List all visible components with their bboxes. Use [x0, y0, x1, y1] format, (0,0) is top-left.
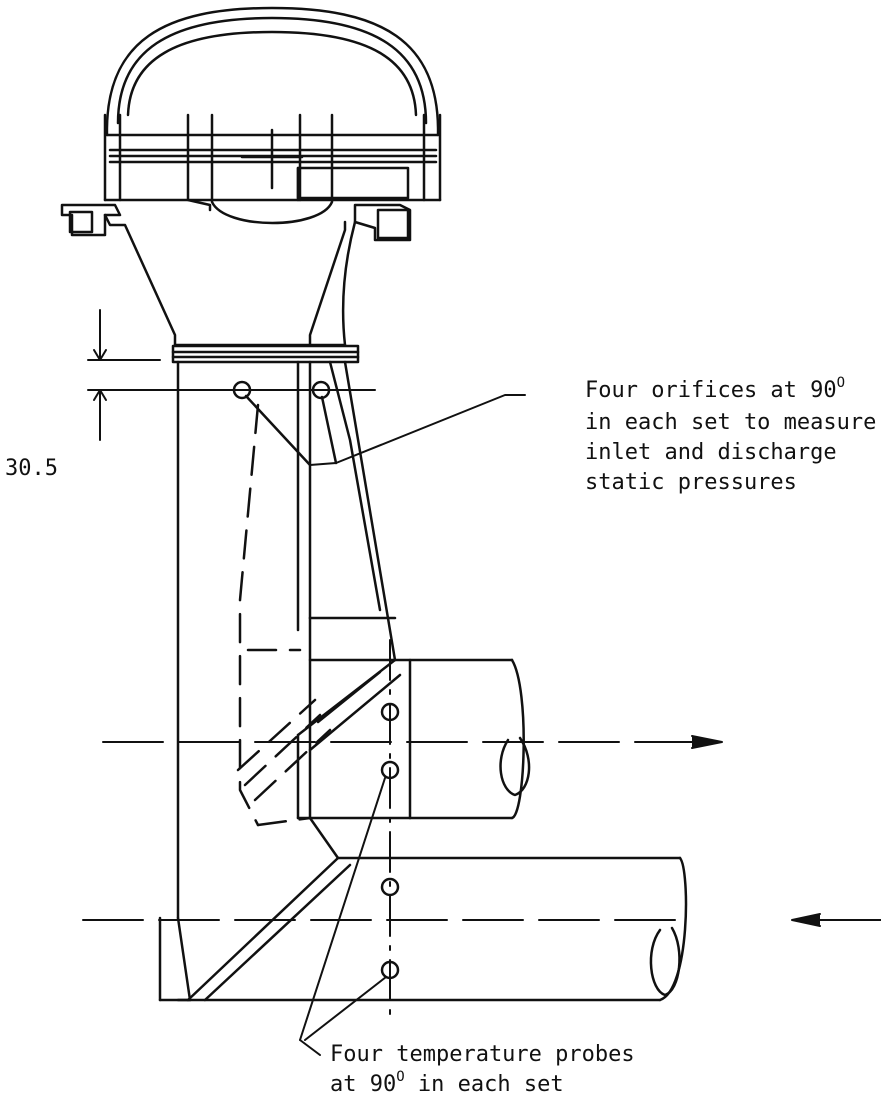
transition-cone	[103, 213, 357, 347]
probe-note-line-1: Four temperature probes	[330, 1042, 635, 1067]
probe-note-degree: O	[396, 1069, 405, 1085]
dimension-marks	[87, 309, 376, 441]
probe-note: Four temperature probes at 90O in each s…	[330, 1040, 635, 1102]
dashed-inner-channel	[236, 403, 332, 827]
orifice-note-line-1-text: Four orifices at 90	[585, 378, 837, 403]
probe-2	[380, 760, 400, 780]
suction-elbow	[158, 816, 688, 1002]
motor-dome	[105, 6, 440, 137]
temperature-probes	[299, 702, 400, 1056]
centerlines	[82, 639, 881, 1021]
probe-note-line-2-pre: at 90	[330, 1072, 397, 1097]
flange-left	[60, 203, 122, 237]
orifice-1	[232, 380, 252, 400]
orifice-note-line-2: in each set to measure	[585, 410, 877, 435]
column	[176, 360, 397, 920]
discharge-elbow	[296, 658, 531, 820]
probe-4	[380, 960, 400, 980]
probe-note-line-2: at 90O in each set	[330, 1069, 635, 1102]
orifice-note-line-1: Four orifices at 90O	[585, 375, 876, 408]
flange-right	[353, 203, 412, 242]
orifice-note-degree: O	[836, 375, 846, 391]
mid-flange	[171, 344, 360, 364]
orifice-note-line-3: inlet and discharge	[585, 440, 837, 465]
orifice-note: Four orifices at 90O in each set to meas…	[585, 375, 877, 498]
probe-3	[380, 877, 400, 897]
probe-1	[380, 702, 400, 722]
probe-note-line-2-post: in each set	[404, 1072, 564, 1097]
motor-housing	[103, 113, 442, 225]
orifices	[232, 380, 526, 467]
orifice-note-line-4: static pressures	[585, 470, 797, 495]
dimension-label: 30.5	[5, 456, 58, 481]
